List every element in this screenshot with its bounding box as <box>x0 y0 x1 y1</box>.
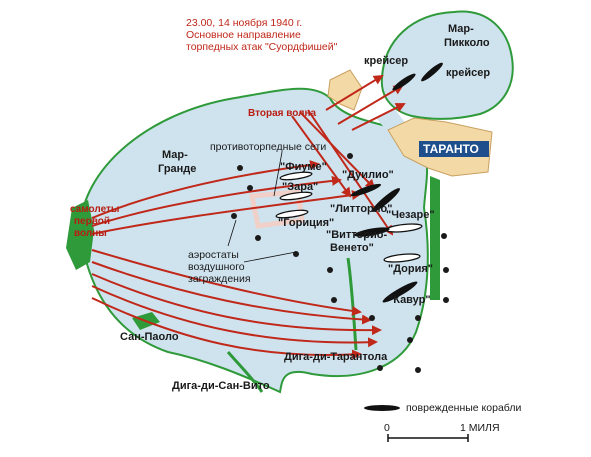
map-title-line3: торпедных атак "Суордфишей" <box>186 41 338 53</box>
diga-tarantola-breakwater <box>346 257 358 351</box>
barrage-balloons <box>231 153 449 373</box>
first-wave-label-2: первой <box>74 216 110 227</box>
ship-littorio-hull <box>354 227 390 237</box>
damaged-ships <box>350 62 443 303</box>
attack-arrow <box>291 115 352 198</box>
first-wave-label-1: самолеты <box>70 204 119 215</box>
attack-arrow <box>307 109 394 236</box>
attack-arrow <box>91 297 362 360</box>
balloon-icon <box>331 297 337 303</box>
ship-fiume <box>279 171 313 181</box>
mar-piccolo-water <box>380 10 514 120</box>
ship-zara <box>279 191 313 201</box>
ship-littorio <box>350 183 382 197</box>
balloon-icon <box>415 315 421 321</box>
legend-damaged-ship-icon <box>364 405 400 411</box>
balloon-icon <box>369 315 375 321</box>
diga-san-vito-breakwater <box>226 351 264 393</box>
cavour-label: "Кавур" <box>388 294 431 306</box>
mar-piccolo-label-2: Пикколо <box>444 37 490 49</box>
first-wave-arrows <box>91 160 382 360</box>
balloon-icon <box>231 213 237 219</box>
map-title-line2: Основное направление <box>186 29 301 41</box>
balloon-icon <box>247 185 253 191</box>
attack-arrow <box>91 190 362 235</box>
balloon-icon <box>327 267 333 273</box>
mar-grande-label-2: Гранде <box>158 163 196 175</box>
san-paolo-label: Сан-Паоло <box>120 331 179 343</box>
torpedo-net-box <box>249 189 305 229</box>
diga-san-vito-label: Дига-ди-Сан-Вито <box>172 380 270 392</box>
littorio-label: "Литторио" <box>330 203 392 215</box>
attack-arrow <box>91 175 342 227</box>
first-wave-label-3: волны <box>74 228 107 239</box>
scale-bar <box>387 434 469 442</box>
balloon-icon <box>443 267 449 273</box>
balloon-icon <box>415 367 421 373</box>
western-coast-land <box>66 200 94 270</box>
mar-piccolo-label-1: Мар- <box>448 23 474 35</box>
attack-arrow <box>337 84 404 125</box>
balloon-icon <box>377 365 383 371</box>
balloon-icon <box>407 337 413 343</box>
ship-cavour <box>382 281 418 303</box>
cesare-label: "Чезаре" <box>386 209 435 221</box>
attack-arrow <box>91 285 378 348</box>
cruiser-ship-1 <box>392 73 416 91</box>
balloon-icon <box>441 233 447 239</box>
vittorio-label-1: "Витторио- <box>326 229 387 241</box>
cruiser-label-1: крейсер <box>364 55 408 67</box>
attack-arrow <box>91 249 362 316</box>
torpedo-nets-leader <box>273 151 283 197</box>
second-wave-arrows <box>291 74 406 236</box>
balloon-icon <box>347 153 353 159</box>
doria-label: "Дория" <box>388 263 433 275</box>
old-city-island <box>327 69 363 111</box>
attack-arrow <box>351 103 406 131</box>
duilio-label: "Дуилио" <box>342 169 394 181</box>
attack-arrow <box>325 74 384 111</box>
cruiser-ship-2 <box>421 62 443 82</box>
cruiser-label-2: крейсер <box>446 67 490 79</box>
eastern-coast-strip <box>430 176 440 300</box>
balloon-icon <box>443 297 449 303</box>
torpedo-nets-label: противоторпедные сети <box>210 141 326 153</box>
taranto-label-bg <box>419 141 489 157</box>
map-title-line1: 23.00, 14 ноября 1940 г. <box>186 17 302 29</box>
second-wave-label: Вторая волна <box>248 108 317 119</box>
gorizia-label: "Гориция" <box>278 217 334 229</box>
fiume-label: "Фиуме" <box>280 161 327 173</box>
attack-arrow <box>91 160 320 219</box>
scale-mile-label: 1 МИЛЯ <box>460 422 500 434</box>
ship-doria <box>383 253 421 263</box>
attack-arrow <box>91 261 372 325</box>
scale-zero-label: 0 <box>384 422 390 434</box>
balloons-label-3: заграждения <box>188 273 251 285</box>
taranto-label: ТАРАНТО <box>423 142 479 156</box>
balloons-leader-1 <box>227 219 237 247</box>
ship-gorizia <box>275 209 309 219</box>
diga-tarantola-label: Дига-ди-Тарантола <box>284 351 388 363</box>
ship-duilio <box>372 188 400 212</box>
legend-damaged-label: поврежденные корабли <box>406 402 521 414</box>
balloon-icon <box>255 235 261 241</box>
vittorio-label-2: Венето" <box>330 242 374 254</box>
balloons-leader-2 <box>243 251 297 263</box>
balloon-icon <box>293 251 299 257</box>
mar-grande-label-1: Мар- <box>162 149 188 161</box>
attack-arrow <box>91 273 382 336</box>
balloons-label-1: аэростаты <box>188 249 239 261</box>
mar-grande-water <box>78 87 429 394</box>
balloon-icon <box>237 165 243 171</box>
attack-arrow <box>299 111 376 190</box>
zara-label: "Зара" <box>282 181 318 193</box>
balloons-label-2: воздушного <box>188 261 245 273</box>
